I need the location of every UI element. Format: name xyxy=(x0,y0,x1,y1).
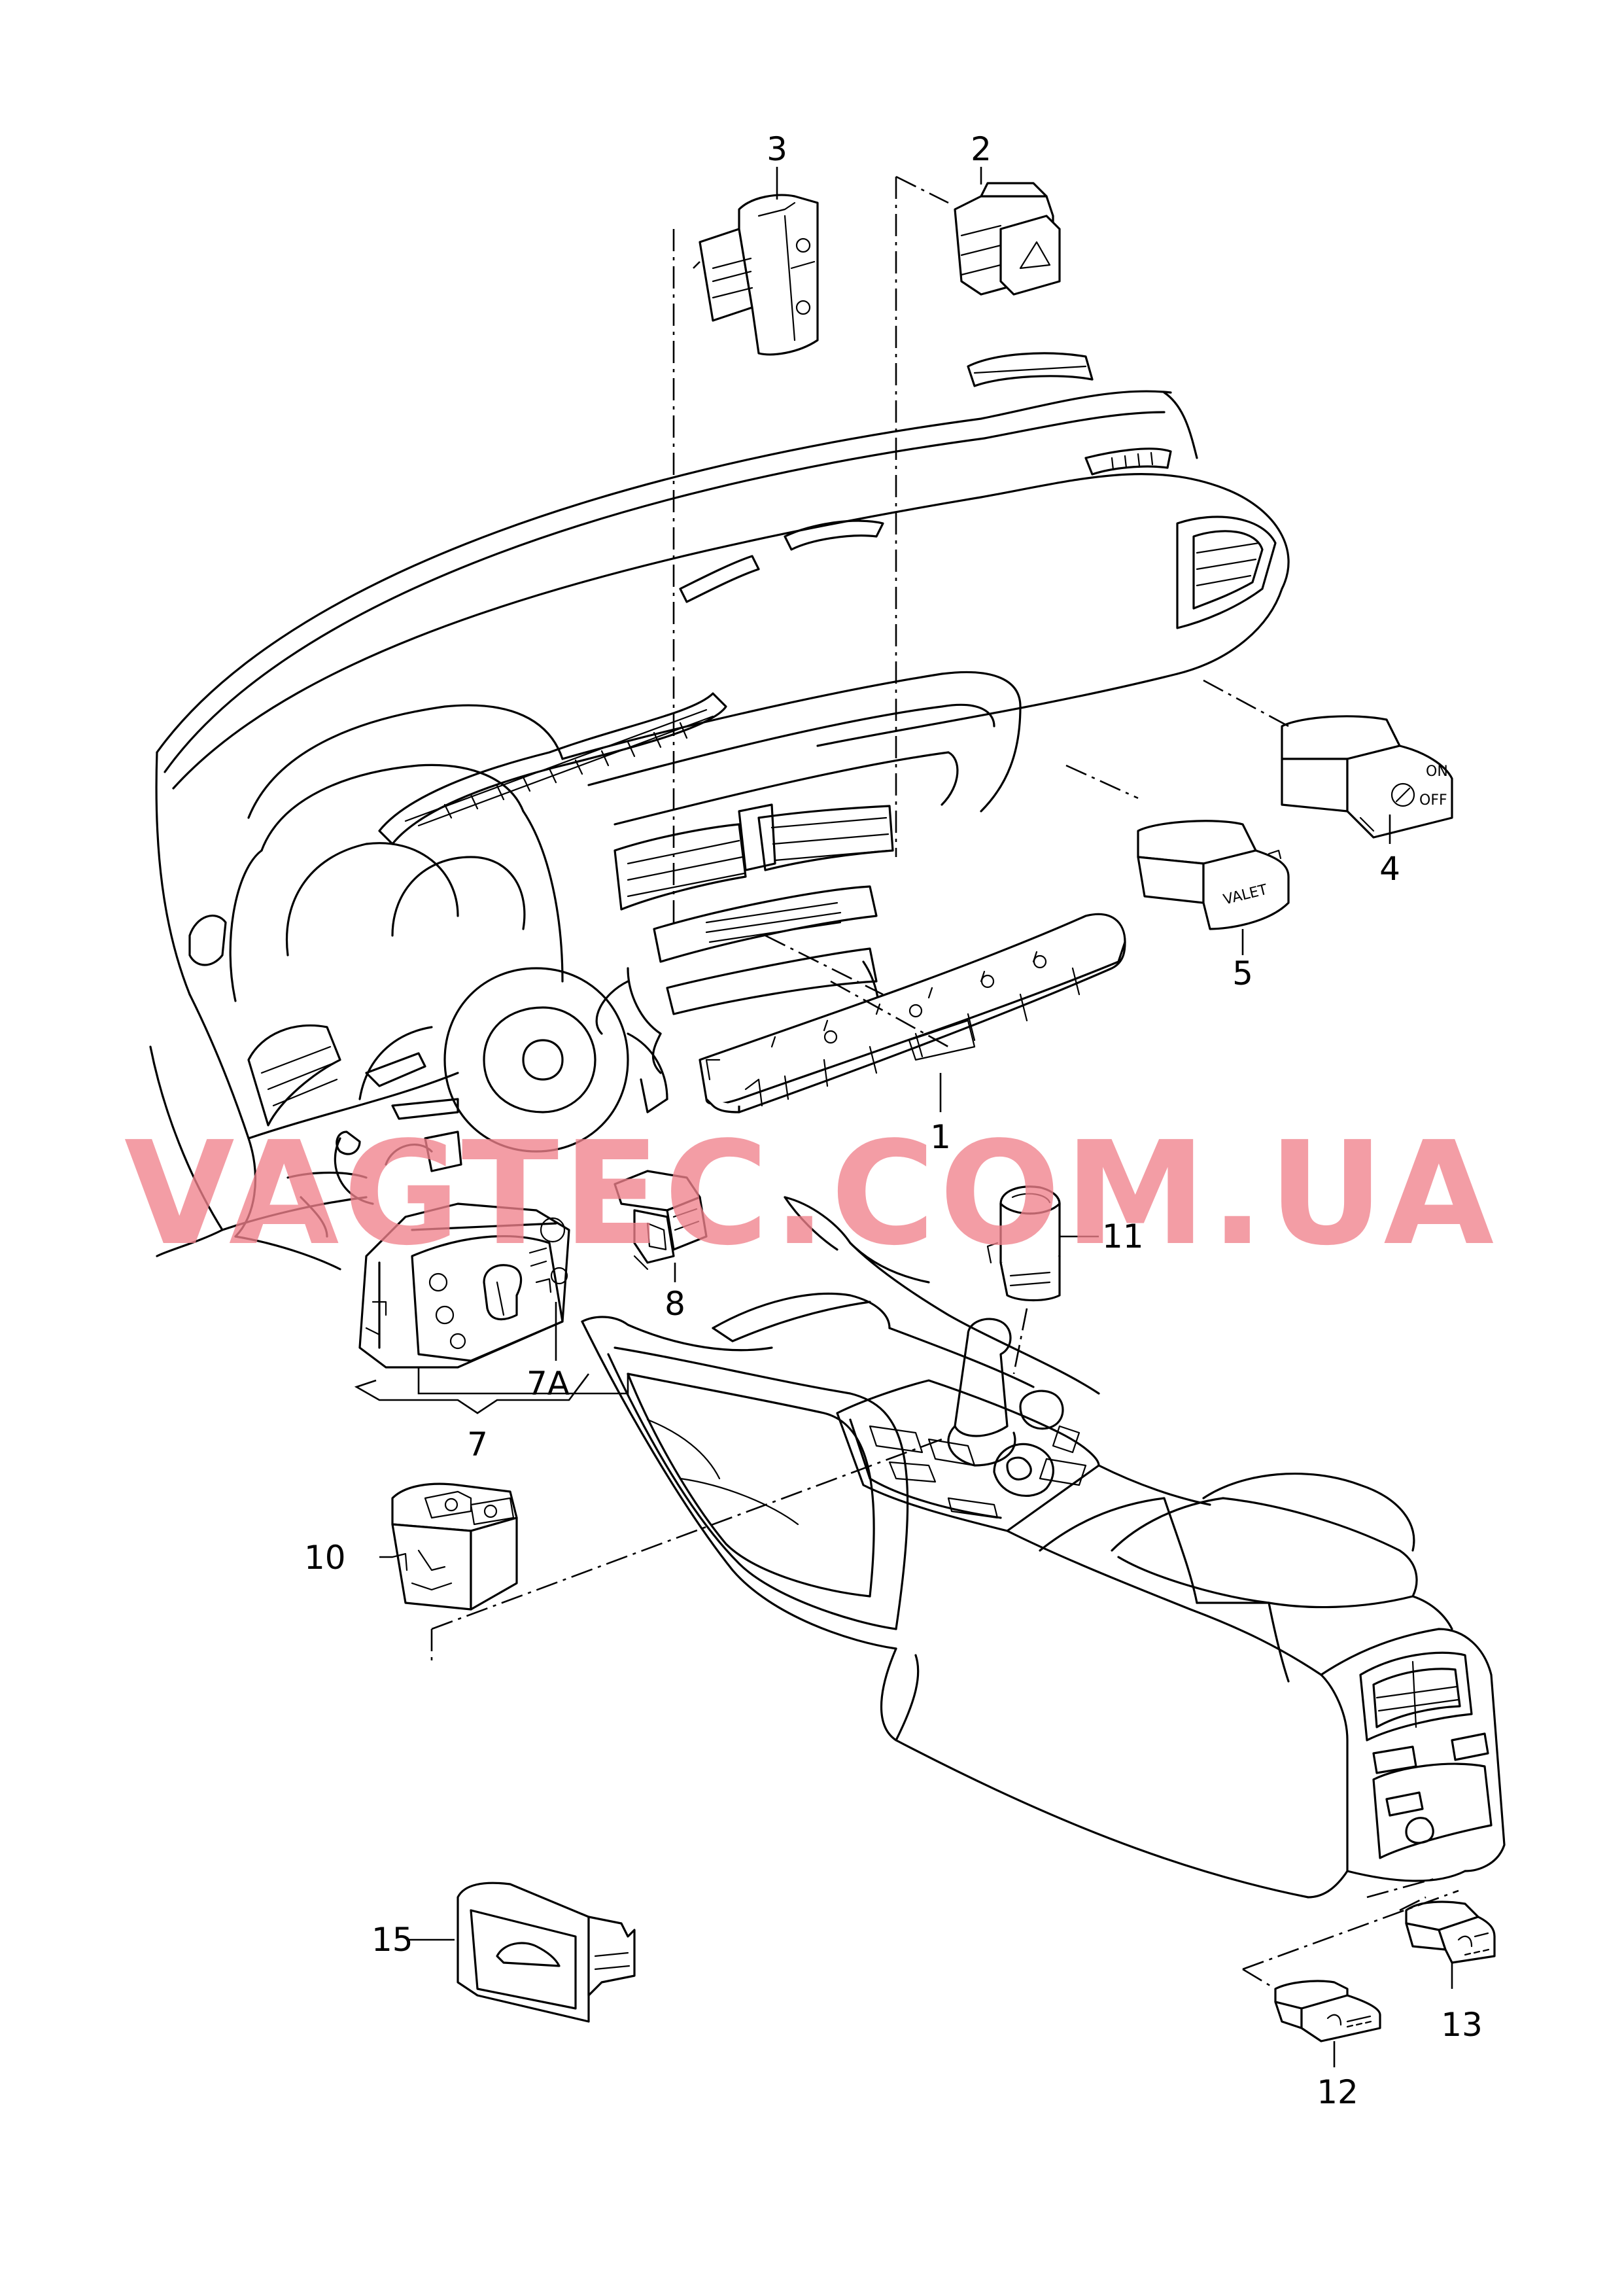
part-1-switch-panel xyxy=(699,913,1126,1113)
part-4-on-label: ON xyxy=(1426,763,1448,780)
part-15-trunk-switch xyxy=(457,1882,636,2023)
part-4-off-label: OFF xyxy=(1419,792,1447,809)
center-console-outline xyxy=(581,1196,1506,1899)
headlight-icon xyxy=(428,1272,448,1292)
assembly-lines xyxy=(430,175,1459,1990)
callout-numbers: 3 2 4 5 1 8 11 7A 7 10 15 12 13 xyxy=(304,130,1483,2111)
callout-2: 2 xyxy=(971,130,992,168)
part-3-switch xyxy=(699,194,819,356)
callout-3: 3 xyxy=(767,130,787,168)
callout-15: 15 xyxy=(371,1921,413,1959)
callout-5: 5 xyxy=(1232,955,1253,992)
callout-8: 8 xyxy=(665,1285,685,1323)
dimmer-knob-icon xyxy=(540,1217,566,1243)
callout-7a: 7A xyxy=(527,1365,570,1403)
callout-4: 4 xyxy=(1379,850,1400,888)
callout-7: 7 xyxy=(467,1426,488,1463)
dashboard-outline xyxy=(149,352,1290,1270)
part-7-light-switch xyxy=(358,1202,570,1369)
switch-knob-icon xyxy=(1391,782,1415,807)
callout-12: 12 xyxy=(1317,2073,1358,2111)
part-2-hazard-switch xyxy=(954,182,1061,296)
part-5-valet-switch: VALET xyxy=(1137,820,1290,930)
part-13-seat-switch xyxy=(1405,1901,1496,1964)
callout-10: 10 xyxy=(304,1539,346,1577)
part-4-switch: ON OFF xyxy=(1281,715,1453,839)
part-10-double-switch xyxy=(391,1482,518,1611)
watermark-text: VAGTEC.COM.UA xyxy=(124,1112,1498,1277)
callout-13: 13 xyxy=(1441,2006,1483,2044)
callout-1: 1 xyxy=(930,1118,951,1156)
part-8-switch xyxy=(613,1170,708,1270)
part-11-start-button xyxy=(986,1185,1061,1302)
leader-lines xyxy=(354,167,1453,2067)
part-12-seat-switch xyxy=(1274,1980,1381,2042)
fog-light-icon xyxy=(435,1305,455,1325)
callout-11: 11 xyxy=(1102,1218,1144,1255)
